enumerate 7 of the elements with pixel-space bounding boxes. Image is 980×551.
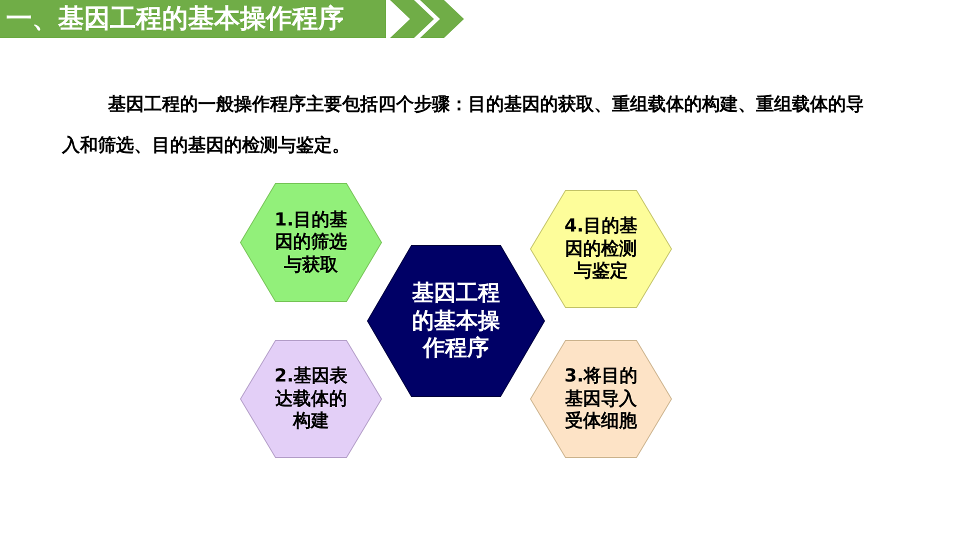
intro-paragraph: 基因工程的一般操作程序主要包括四个步骤：目的基因的获取、重组载体的构建、重组载体的导入和筛选、目的基因的检测与鉴定。 — [62, 93, 864, 158]
hexagon-box: 1.目的基因的筛选与获取 — [240, 183, 382, 302]
hexagon-box: 基因工程的基本操作程序 — [367, 245, 545, 397]
hexagon-box: 2.基因表达载体的构建 — [240, 340, 382, 458]
hexagon-box: 3.将目的基因导入受体细胞 — [530, 340, 672, 458]
title-banner: 一、基因工程的基本操作程序 — [0, 0, 386, 38]
hexagon-box: 4.目的基因的检测与鉴定 — [530, 190, 672, 308]
